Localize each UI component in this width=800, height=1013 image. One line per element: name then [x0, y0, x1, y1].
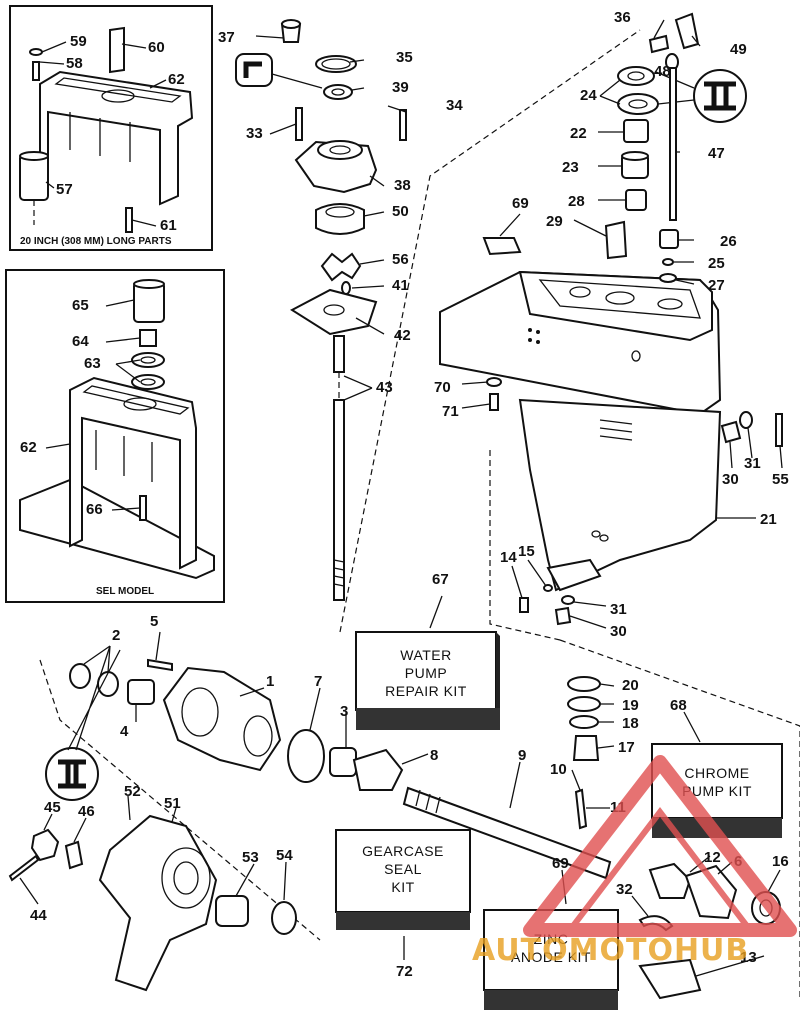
callout: 18	[622, 715, 639, 732]
callout: 68	[670, 697, 687, 714]
water-pump-kit-line1: WATER	[400, 647, 452, 663]
leader-lines	[19, 19, 783, 977]
callout: 55	[772, 471, 789, 488]
callout: 49	[730, 41, 747, 58]
callout: 42	[394, 327, 411, 344]
callout: 60	[148, 39, 165, 56]
callout: 71	[442, 403, 459, 420]
shift-components	[604, 12, 747, 283]
callout: 24	[580, 87, 597, 104]
callout: 25	[708, 255, 725, 272]
callout: 20	[622, 677, 639, 694]
callout: 56	[392, 251, 409, 268]
watermark-text: AUTOMOTOHUB	[472, 933, 749, 968]
callout: 50	[392, 203, 409, 220]
callout: 3	[340, 703, 348, 720]
callout: 30	[722, 471, 739, 488]
callout: 5	[150, 613, 158, 630]
callout: 66	[86, 501, 103, 518]
callout: 22	[570, 125, 587, 142]
callout: 35	[396, 49, 413, 66]
callout: 26	[720, 233, 737, 250]
callout: 47	[708, 145, 725, 162]
callout: 15	[518, 543, 535, 560]
callout: 63	[84, 355, 101, 372]
chrome-pump-kit-line2: PUMP KIT	[682, 783, 752, 799]
callout: 33	[246, 125, 263, 142]
inset-sel-model: SEL MODEL	[5, 269, 225, 603]
callout: 19	[622, 697, 639, 714]
callout: 8	[430, 747, 438, 764]
callout: 70	[434, 379, 451, 396]
gearcase-seal-kit-line2: SEAL	[384, 861, 422, 877]
callout: 17	[618, 739, 635, 756]
callout: 1	[266, 673, 274, 690]
callout: 52	[124, 783, 141, 800]
callout: 36	[614, 9, 631, 26]
callout: 37	[218, 29, 235, 46]
callout: 14	[500, 549, 517, 566]
callout: 62	[168, 71, 185, 88]
callout: 43	[376, 379, 393, 396]
water-pump-assembly	[235, 19, 407, 601]
callout: 21	[760, 511, 777, 528]
callout: 9	[518, 747, 526, 764]
callout: 45	[44, 799, 61, 816]
callout: 67	[432, 571, 449, 588]
callout: 41	[392, 277, 409, 294]
long-parts-caption: 20 INCH (308 MM) LONG PARTS	[20, 236, 172, 247]
zinc-anode-kit-line2: ANODE KIT	[511, 949, 591, 965]
callout: 31	[610, 601, 627, 618]
callout: 64	[72, 333, 89, 350]
water-pump-kit-line2: PUMP	[405, 665, 447, 681]
callout: 4	[120, 723, 129, 740]
callout: 7	[314, 673, 322, 690]
callout: 69	[512, 195, 529, 212]
gearcase-seal-kit-line1: GEARCASE	[362, 843, 444, 859]
callout: 23	[562, 159, 579, 176]
callout: 69	[552, 855, 569, 872]
callout: 62	[20, 439, 37, 456]
kit-chrome-pump: CHROME PUMP KIT	[651, 743, 783, 838]
callout: 28	[568, 193, 585, 210]
callout: 51	[164, 795, 181, 812]
callout-numbers: 59 60 58 62 57 61 65 64 63 62 66 37 35 3…	[20, 9, 789, 980]
callout: 58	[66, 55, 83, 72]
callout: 46	[78, 803, 95, 820]
callout: 38	[394, 177, 411, 194]
callout: 13	[740, 949, 757, 966]
callout: 16	[772, 853, 789, 870]
gearcase-seal-kit-line3: KIT	[391, 879, 414, 895]
callout: 34	[446, 97, 463, 114]
kit-water-pump: WATER PUMP REPAIR KIT	[355, 631, 500, 730]
callout: 44	[30, 907, 47, 924]
callout: 27	[708, 277, 725, 294]
gearcase-housing	[339, 29, 783, 641]
callout: 12	[704, 849, 721, 866]
callout: 10	[550, 761, 567, 778]
callout: 59	[70, 33, 87, 50]
water-pump-kit-line3: REPAIR KIT	[385, 683, 467, 699]
callout: 31	[744, 455, 761, 472]
callout: 30	[610, 623, 627, 640]
chrome-pump-kit-line1: CHROME	[684, 765, 749, 781]
callout: 54	[276, 847, 293, 864]
callout: 53	[242, 849, 259, 866]
callout: 48	[654, 63, 671, 80]
propshaft-assembly	[402, 639, 800, 1000]
callout: 2	[112, 627, 120, 644]
callout: 29	[546, 213, 563, 230]
callout: 39	[392, 79, 409, 96]
callout: 32	[616, 881, 633, 898]
callout: 61	[160, 217, 177, 234]
sel-model-caption: SEL MODEL	[96, 586, 154, 597]
callout: 57	[56, 181, 73, 198]
watermark-logo: AUTOMOTOHUB	[472, 755, 797, 968]
callout: 72	[396, 963, 413, 980]
kit-gearcase-seal: GEARCASE SEAL KIT	[335, 829, 471, 930]
callout: 65	[72, 297, 89, 314]
propeller-assembly	[8, 645, 404, 992]
inset-long-parts: 20 INCH (308 MM) LONG PARTS	[9, 5, 213, 251]
